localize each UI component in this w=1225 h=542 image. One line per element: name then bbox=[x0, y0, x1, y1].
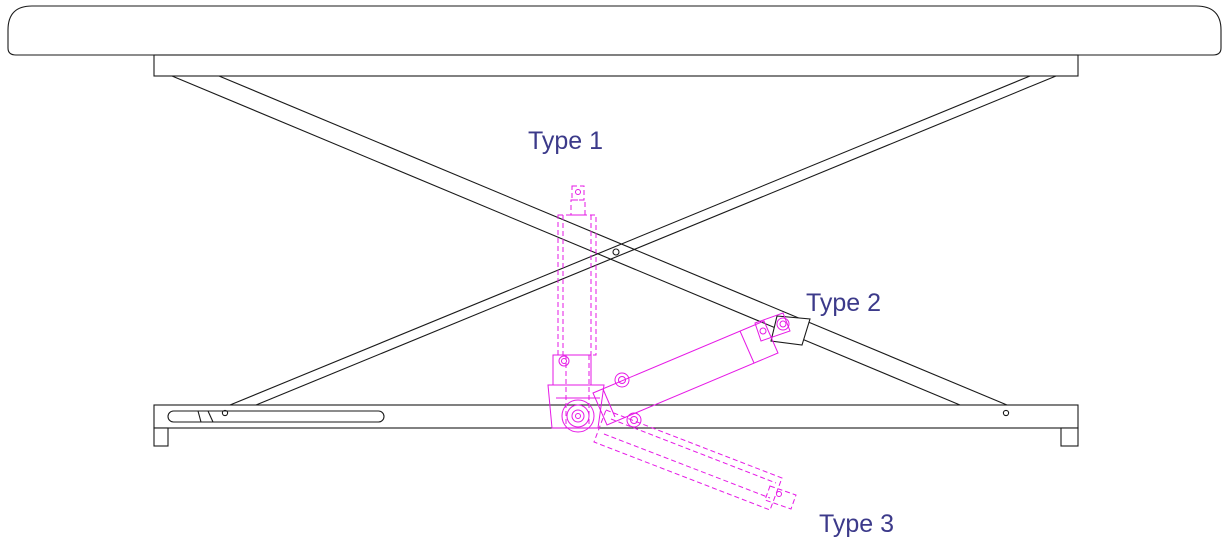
slide-pivot bbox=[221, 409, 229, 417]
slide-slot-mark bbox=[207, 410, 214, 423]
type2-label: Type 2 bbox=[806, 289, 882, 317]
slide-slot bbox=[167, 410, 385, 423]
scissor-arm-b bbox=[229, 75, 1057, 406]
slide-slot-mark bbox=[197, 410, 202, 423]
center-pivot bbox=[612, 248, 620, 256]
type2-actuator bbox=[592, 312, 791, 426]
type3-label: Type 3 bbox=[819, 510, 895, 538]
actuator-motor-housing bbox=[547, 354, 605, 433]
arm-bracket bbox=[770, 315, 811, 346]
type3-actuator bbox=[593, 409, 797, 511]
type1-actuator bbox=[557, 185, 597, 428]
table-top bbox=[7, 5, 1222, 56]
left-foot bbox=[153, 427, 169, 447]
right-foot bbox=[1060, 427, 1079, 447]
base-pivot bbox=[1002, 409, 1010, 417]
scissor-arm-a bbox=[171, 75, 1008, 406]
type1-label: Type 1 bbox=[528, 127, 604, 155]
upper-frame-rail bbox=[153, 54, 1079, 77]
lower-base-rail bbox=[153, 404, 1079, 429]
